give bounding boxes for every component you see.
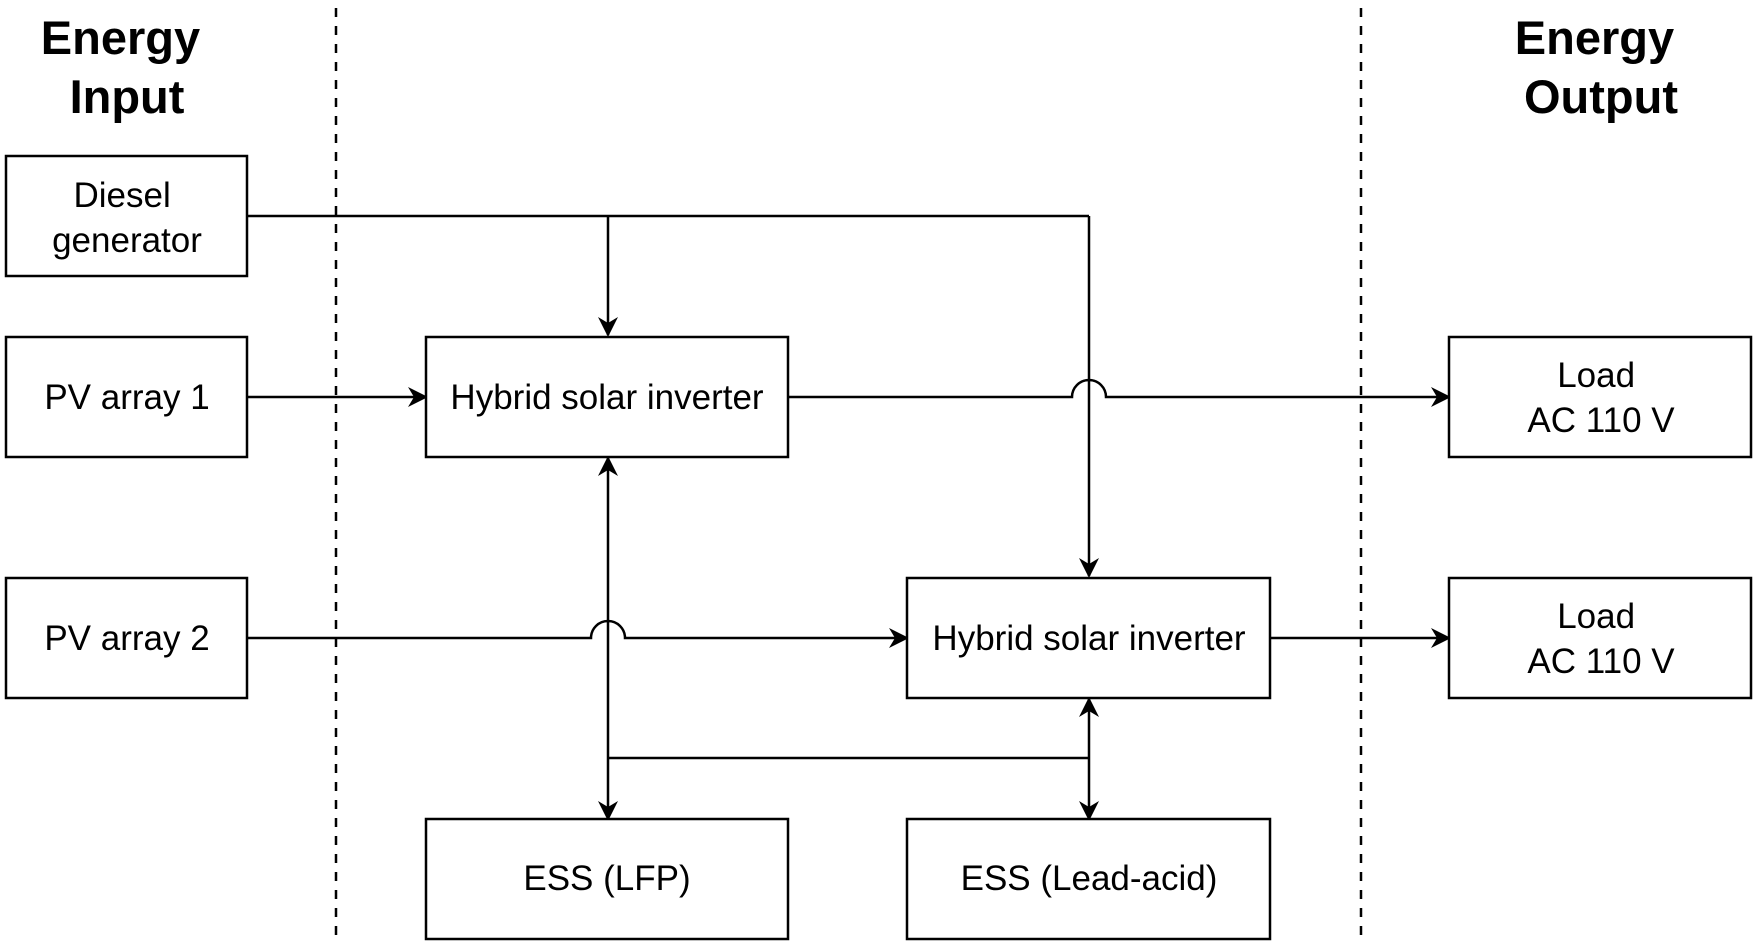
diesel-generator-label-line-1: Diesel xyxy=(74,176,171,215)
ess-lead-acid-label: ESS (Lead-acid) xyxy=(961,859,1218,898)
connector-diesel-inverter-1 xyxy=(247,214,1089,335)
energy-output-heading: Energy Output xyxy=(1515,11,1687,123)
diesel-generator-label-line-2: generator xyxy=(52,221,202,260)
connector-pv2-inverter-2 xyxy=(247,619,909,648)
diesel-generator-block: Diesel generator xyxy=(4,154,249,278)
load-1-label-line-1: Load xyxy=(1557,356,1635,395)
pv-array-1-block: PV array 1 xyxy=(4,335,249,459)
load-2-block: Load AC 110 V xyxy=(1447,576,1753,700)
diesel-generator-label: Diesel generator xyxy=(52,176,202,260)
pv-array-2-box xyxy=(4,576,249,700)
energy-output-heading-line-1: Energy xyxy=(1515,11,1674,64)
ess-lfp-block: ESS (LFP) xyxy=(424,817,790,941)
load-2-box xyxy=(1447,576,1753,700)
ess-lfp-label: ESS (LFP) xyxy=(523,859,690,898)
pv-array-2-label: PV array 2 xyxy=(44,619,209,658)
hybrid-solar-inverter-1-label: Hybrid solar inverter xyxy=(450,378,763,417)
ess-lead-acid-block: ESS (Lead-acid) xyxy=(905,817,1272,941)
energy-output-heading-line-2: Output xyxy=(1524,70,1678,123)
load-1-box xyxy=(1447,335,1753,459)
load-1-block: Load AC 110 V xyxy=(1447,335,1753,459)
energy-input-heading-line-2: Input xyxy=(70,70,185,123)
connector-inverter-1-load-1 xyxy=(789,378,1451,407)
connectors xyxy=(247,214,1451,821)
ess-lead-acid-box xyxy=(905,817,1272,941)
pv-array-1-label: PV array 1 xyxy=(44,378,209,417)
diesel-generator-box xyxy=(4,154,249,278)
ess-lfp-box xyxy=(424,817,790,941)
hybrid-solar-inverter-2-box xyxy=(905,576,1272,700)
hybrid-solar-inverter-1-block: Hybrid solar inverter xyxy=(424,335,790,459)
load-2-label: Load AC 110 V xyxy=(1527,597,1675,681)
load-2-label-line-1: Load xyxy=(1557,597,1635,636)
pv-array-1-box xyxy=(4,335,249,459)
hybrid-solar-inverter-1-box xyxy=(424,335,790,459)
load-1-label-line-2: AC 110 V xyxy=(1527,401,1675,440)
pv-array-2-block: PV array 2 xyxy=(4,576,249,700)
hybrid-solar-inverter-2-block: Hybrid solar inverter xyxy=(905,576,1272,700)
energy-input-heading: Energy Input xyxy=(41,11,213,123)
load-1-label: Load AC 110 V xyxy=(1527,356,1675,440)
load-2-label-line-2: AC 110 V xyxy=(1527,642,1675,681)
hybrid-solar-inverter-2-label: Hybrid solar inverter xyxy=(932,619,1245,658)
energy-input-heading-line-1: Energy xyxy=(41,11,200,64)
